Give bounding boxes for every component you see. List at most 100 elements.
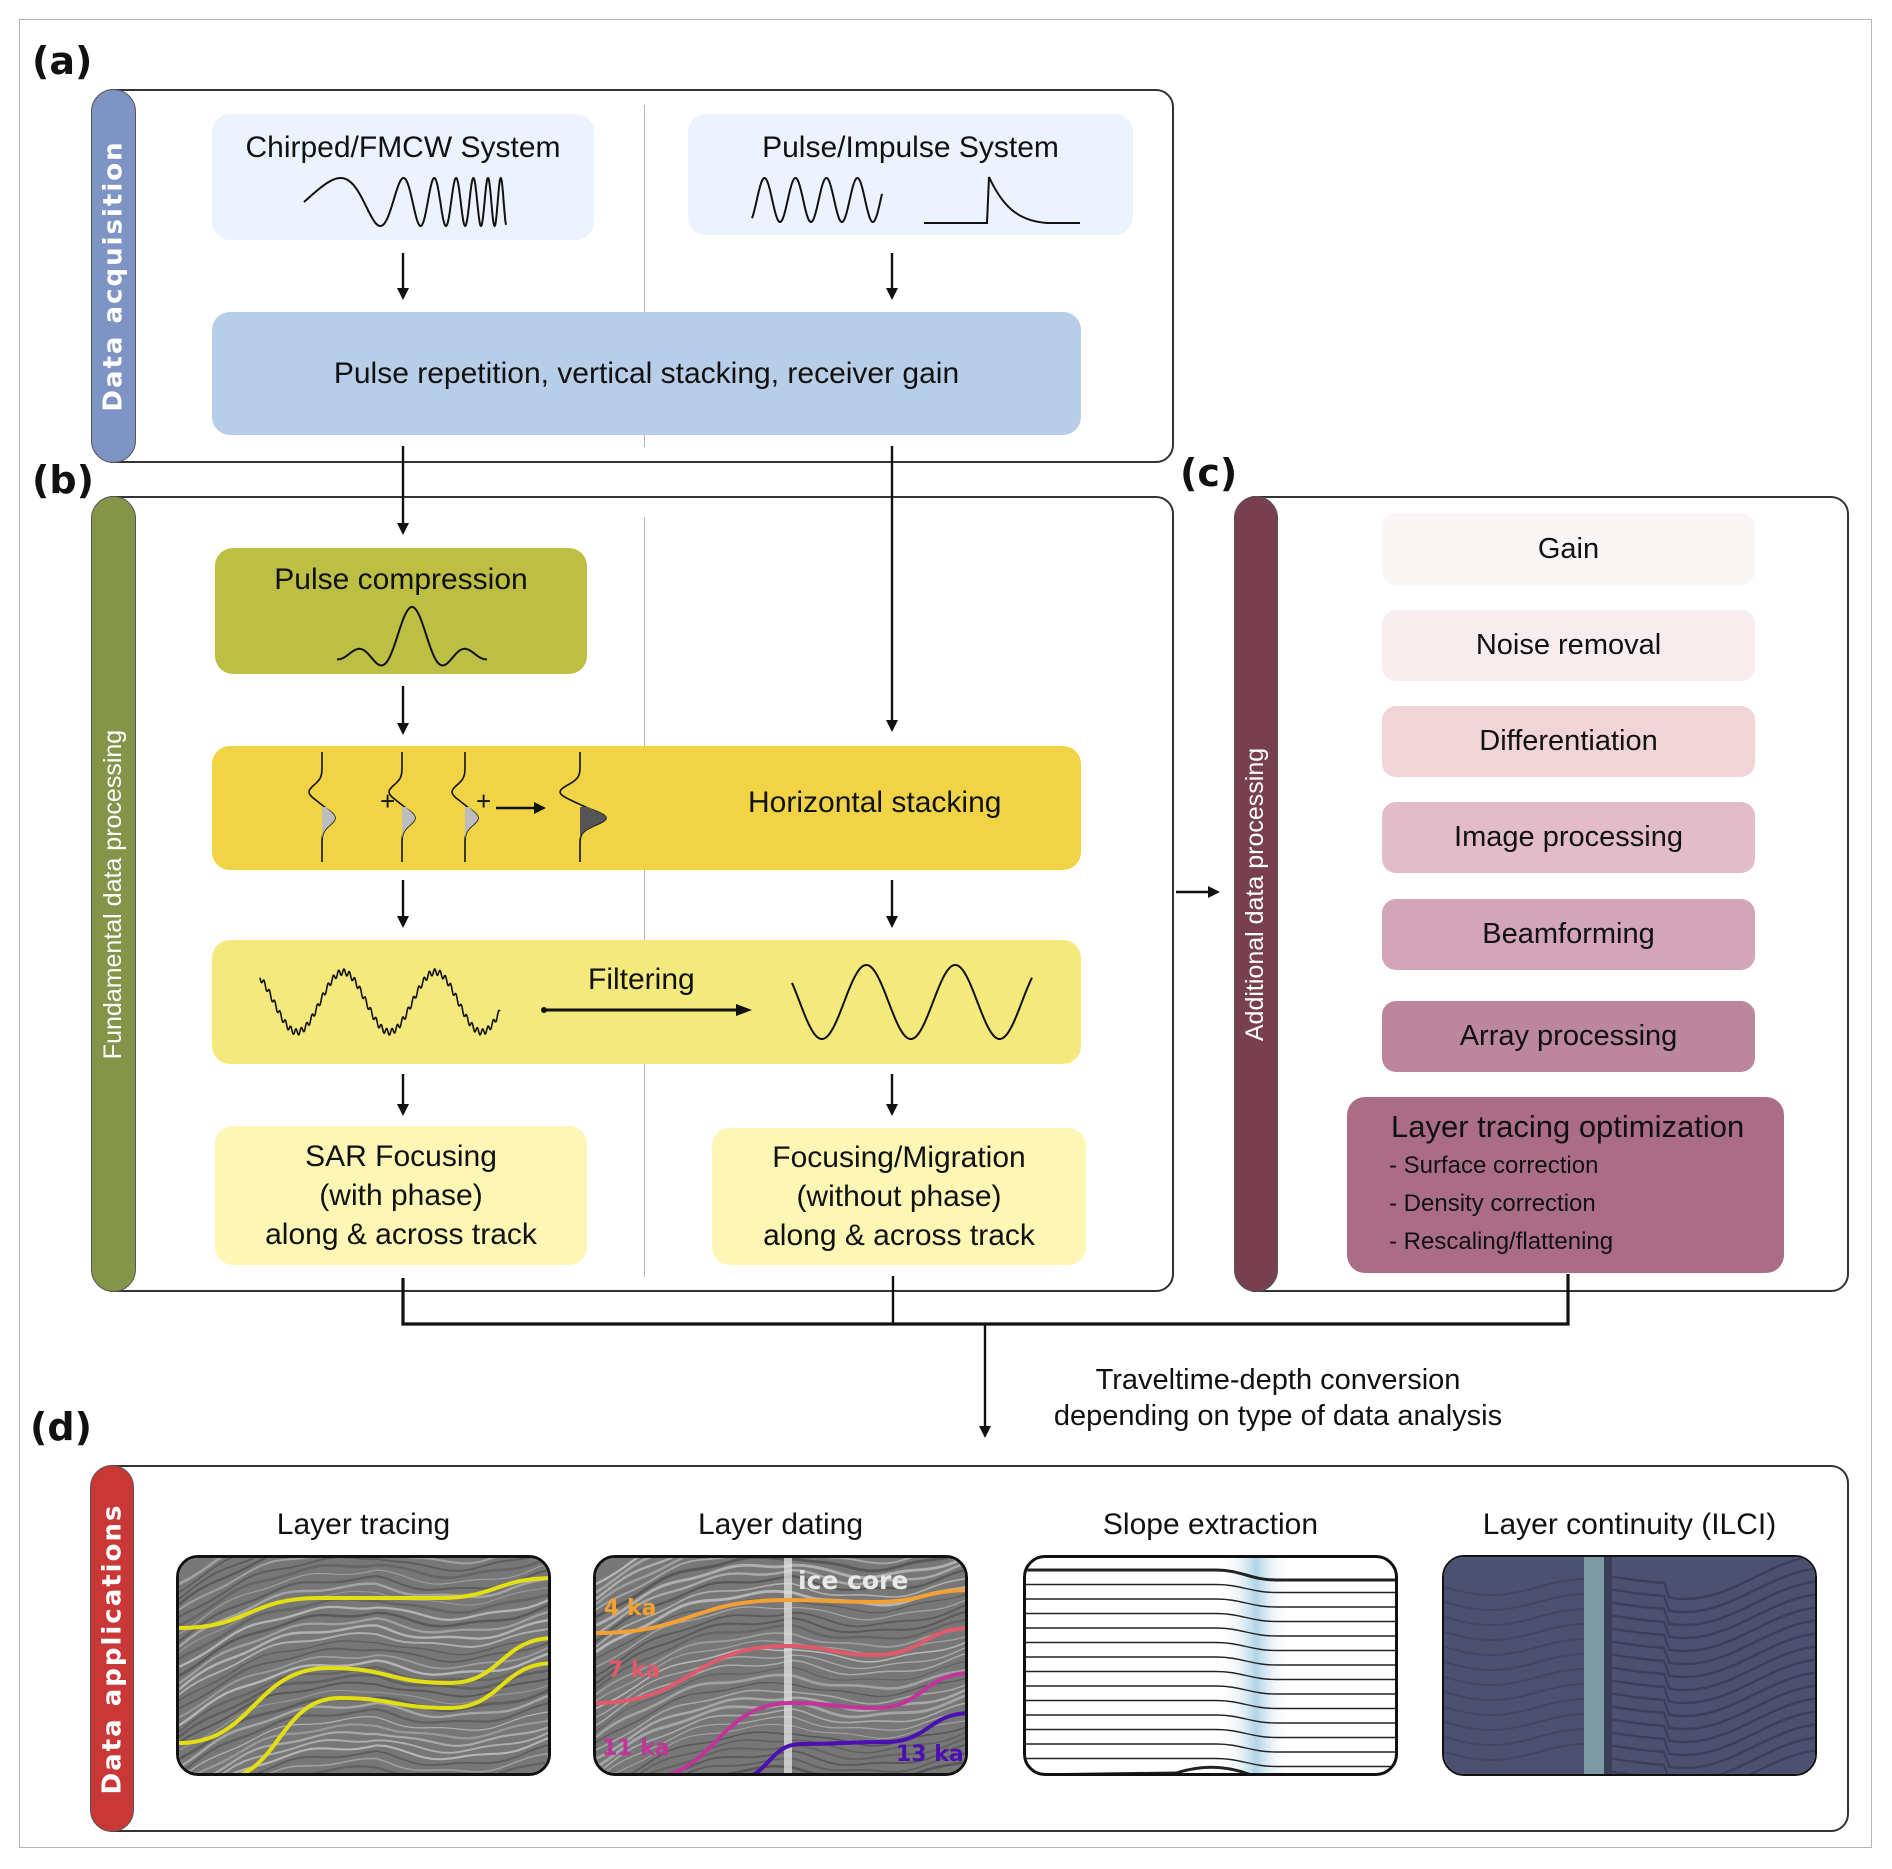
layer-continuity-image <box>1442 1555 1817 1776</box>
sar-line: (with phase) <box>319 1179 483 1212</box>
arrow-to-sar-head <box>397 1104 409 1116</box>
pulse-repetition-box: Pulse repetition, vertical stacking, rec… <box>212 312 1081 435</box>
impulse-waveform-icon <box>924 176 1080 224</box>
slope-layer <box>1026 1670 1395 1681</box>
arrow-to-panel-c-head <box>1208 886 1220 898</box>
panel-d-label: (d) <box>30 1405 92 1449</box>
age-layer-11ka <box>667 1671 965 1773</box>
sar-line: along & across track <box>265 1218 537 1251</box>
radar-layer <box>179 1558 496 1611</box>
radar-layer <box>179 1558 533 1618</box>
age-label-7ka: 7 ka <box>608 1658 661 1683</box>
arrow-to-pulse-compression-head <box>397 523 409 535</box>
plus-sign: + <box>380 786 396 816</box>
pulse-repetition-text: Pulse repetition, vertical stacking, rec… <box>333 357 960 390</box>
figure-frame <box>19 19 1872 1848</box>
layer-opt-item: - Surface correction <box>1389 1152 1599 1180</box>
ilci-layer <box>1444 1728 1585 1747</box>
horizontal-stacking-title: Horizontal stacking <box>748 786 1002 819</box>
gain-label: Gain <box>1537 532 1600 565</box>
slope-layer <box>1026 1627 1395 1637</box>
age-label-4ka: 4 ka <box>604 1596 657 1621</box>
noise-removal-box: Noise removal <box>1382 610 1755 681</box>
migration-line: (without phase) <box>796 1180 1002 1213</box>
radar-layer <box>186 1711 548 1773</box>
ilci-layer <box>1444 1743 1585 1762</box>
slope-layer <box>1026 1568 1395 1582</box>
radar-layer <box>179 1669 548 1738</box>
radar-layer <box>179 1586 548 1653</box>
radar-layer <box>179 1610 548 1685</box>
arrow-to-horizontal-stacking-head <box>886 720 898 732</box>
ilci-layer <box>1444 1623 1585 1642</box>
chirped-fmcw-box: Chirped/FMCW System <box>212 114 594 240</box>
image-processing-box: Image processing <box>1382 802 1755 873</box>
slope-layer <box>1026 1743 1395 1753</box>
ilci-layer <box>1611 1580 1815 1627</box>
age-layer-4ka <box>596 1588 965 1635</box>
ilci-layer <box>1611 1593 1815 1640</box>
ilci-layer <box>1611 1658 1815 1705</box>
ilci-layer <box>1611 1606 1815 1653</box>
compressed-pulse-icon <box>337 606 487 667</box>
slope-layer <box>1026 1728 1395 1739</box>
radar-layer <box>195 1719 548 1773</box>
ilci-layer <box>1611 1736 1815 1774</box>
slope-layer <box>1026 1583 1395 1594</box>
radar-layer <box>307 1761 548 1773</box>
radar-layer <box>179 1562 548 1635</box>
layer-opt-item: - Density correction <box>1389 1190 1596 1218</box>
app-title-layer-dating: Layer dating <box>697 1508 864 1541</box>
sar-focusing-box: SAR Focusing (with phase) along & across… <box>215 1126 587 1265</box>
radar-layer <box>213 1726 548 1773</box>
slope-layer <box>1026 1656 1395 1666</box>
beamforming-label: Beamforming <box>1482 918 1655 950</box>
radar-layer <box>179 1684 548 1751</box>
ilci-bright-band <box>1584 1557 1604 1774</box>
conversion-line: depending on type of data analysis <box>1053 1400 1503 1432</box>
differentiation-box: Differentiation <box>1382 706 1755 777</box>
app-title-slope-extraction: Slope extraction <box>1102 1508 1319 1541</box>
ilci-layer <box>1611 1567 1815 1614</box>
migration-line: along & across track <box>763 1219 1035 1252</box>
stack-arrow-head <box>534 802 546 814</box>
arrow-to-stacking-head <box>397 723 409 735</box>
ilci-layer <box>1444 1713 1585 1732</box>
image-processing-label: Image processing <box>1454 821 1683 853</box>
conversion-note: Traveltime-depth conversion depending on… <box>1028 1362 1528 1434</box>
radar-layer <box>596 1558 686 1606</box>
focusing-migration-box: Focusing/Migration (without phase) along… <box>712 1128 1086 1265</box>
slope-layer <box>1026 1757 1395 1768</box>
radar-layer <box>179 1593 548 1660</box>
ilci-layer <box>1444 1638 1585 1657</box>
arrow-to-filtering-head <box>397 916 409 928</box>
ilci-layer <box>1611 1619 1815 1666</box>
layer-opt-item: - Rescaling/flattening <box>1389 1228 1614 1256</box>
slope-layer <box>1026 1699 1395 1710</box>
slope-layer <box>1026 1598 1395 1608</box>
radar-layer <box>256 1744 548 1773</box>
ilci-layer <box>1444 1593 1585 1612</box>
panel-b-label: (b) <box>32 458 94 502</box>
ice-core-label: ice core <box>798 1566 909 1595</box>
layer-dating-image: ice core 4 ka 7 ka 11 ka 13 ka <box>593 1555 968 1776</box>
stacking-traces-icon <box>308 752 607 862</box>
radar-layer <box>179 1558 268 1606</box>
filtering-title: Filtering <box>588 963 695 996</box>
ilci-layer <box>1444 1608 1585 1627</box>
sidebar-data-applications: Data applications <box>90 1465 134 1832</box>
panel-c-label: (c) <box>1180 451 1238 495</box>
ilci-layer <box>1611 1697 1815 1744</box>
ilci-layer <box>1611 1645 1815 1692</box>
radar-layer <box>596 1558 913 1611</box>
radar-layer <box>179 1660 548 1733</box>
plus-sign: + <box>476 786 492 816</box>
clean-wave-icon <box>791 964 1033 1040</box>
chirped-title: Chirped/FMCW System <box>245 131 561 164</box>
array-processing-label: Array processing <box>1459 1020 1678 1052</box>
radar-layer <box>269 1752 548 1773</box>
pulse-waveform-icon <box>751 176 883 224</box>
radar-layer <box>179 1577 548 1648</box>
layer-tracing-image <box>176 1555 551 1776</box>
